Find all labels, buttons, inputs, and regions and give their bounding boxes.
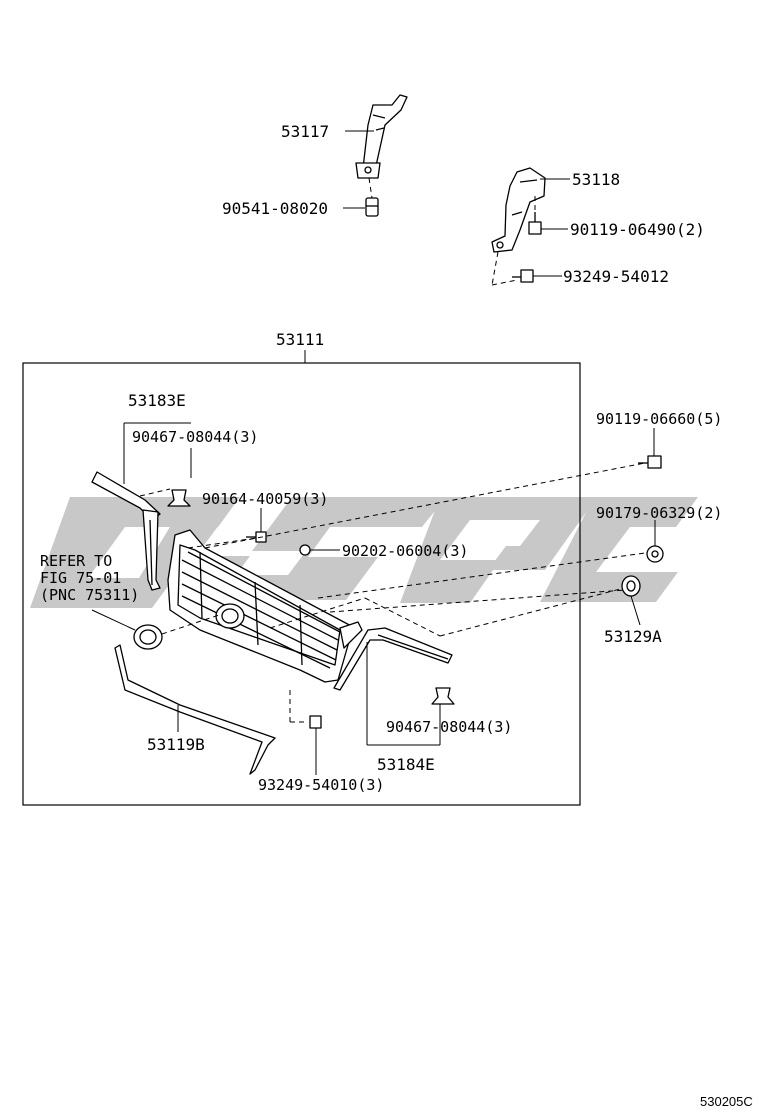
molding-53183E bbox=[91, 471, 161, 591]
refer-line-3: (PNC 75311) bbox=[40, 586, 139, 604]
grille-53111 bbox=[167, 529, 363, 683]
emblem-75311 bbox=[133, 624, 163, 650]
label-53117: 53117 bbox=[281, 122, 329, 141]
label-93249-54010: 93249-54010(3) bbox=[258, 776, 384, 794]
label-90541-08020: 90541-08020 bbox=[222, 199, 328, 218]
bracket-53118 bbox=[491, 167, 546, 253]
label-53183E: 53183E bbox=[128, 391, 186, 410]
label-53111: 53111 bbox=[276, 330, 324, 349]
grommet-90179 bbox=[646, 545, 664, 563]
screw-93249-54010 bbox=[309, 715, 322, 729]
label-90202-06004: 90202-06004(3) bbox=[342, 542, 468, 560]
assembly-frame bbox=[22, 362, 581, 806]
label-90179-06329: 90179-06329(2) bbox=[596, 504, 722, 522]
molding-53119B bbox=[114, 644, 276, 775]
label-53184E: 53184E bbox=[377, 755, 435, 774]
clip-90467-right bbox=[431, 687, 455, 705]
label-53118: 53118 bbox=[572, 170, 620, 189]
label-90119-06490: 90119-06490(2) bbox=[570, 220, 705, 239]
nut-90202 bbox=[299, 544, 311, 556]
label-90119-06660: 90119-06660(5) bbox=[596, 410, 722, 428]
bracket-53117 bbox=[355, 94, 408, 179]
refer-line-1: REFER TO bbox=[40, 552, 112, 570]
label-53129A: 53129A bbox=[604, 627, 662, 646]
label-90467-08044-left: 90467-08044(3) bbox=[132, 428, 258, 446]
label-93249-54012: 93249-54012 bbox=[563, 267, 669, 286]
label-90467-08044-right: 90467-08044(3) bbox=[386, 718, 512, 736]
screw-90164 bbox=[246, 531, 267, 543]
cushion-53129A bbox=[621, 575, 641, 597]
screw-93249-54012 bbox=[512, 269, 534, 283]
label-90164-40059: 90164-40059(3) bbox=[202, 490, 328, 508]
bolt-90119-06660 bbox=[638, 455, 662, 469]
clip-90467-left bbox=[167, 489, 191, 507]
bolt-90119-06490 bbox=[528, 212, 542, 235]
clip-90541 bbox=[365, 197, 379, 217]
refer-line-2: FIG 75-01 bbox=[40, 569, 121, 587]
figure-code: 530205C bbox=[700, 1094, 753, 1109]
label-53119B: 53119B bbox=[147, 735, 205, 754]
molding-53184E bbox=[333, 627, 453, 691]
